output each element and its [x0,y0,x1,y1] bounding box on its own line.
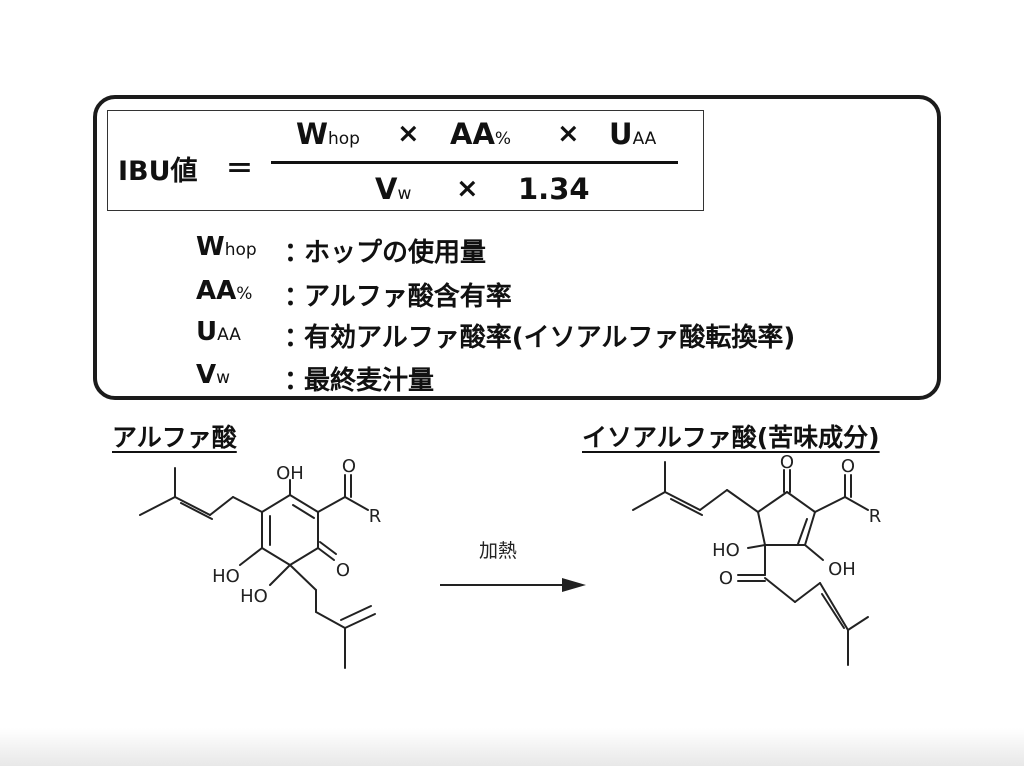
formula-lhs: IBU値 [118,156,198,187]
formula-equals: ＝ [226,154,253,185]
alpha-prenyl-chain [139,467,263,520]
definition-colon: ： [284,366,311,396]
alpha-o-ketone-label: O [342,456,356,477]
definition-text: 有効アルファ酸率(イソアルファ酸転換率) [304,323,796,353]
definition-var: AA% [196,276,253,306]
alpha-ho-left-label: HO [212,566,240,587]
alpha-ho-lower-label: HO [240,586,268,607]
iso-o-ketone-label: O [841,456,855,477]
iso-oh-right-label: OH [828,559,856,580]
denominator-vw: Vw [375,172,412,206]
denominator-constant: 1.34 [518,172,590,206]
definition-text: ホップの使用量 [304,238,487,268]
alpha-lower-prenyl [289,564,376,669]
iso-ring [757,491,816,546]
arrow-label: 加熱 [479,540,517,562]
denominator-times: × [456,173,479,204]
definition-var: UAA [196,317,241,347]
numerator-whop: Whop [296,117,360,151]
definition-text: アルファ酸含有率 [304,282,512,312]
definition-var: Whop [196,232,257,262]
alpha-oh-top-label: OH [276,463,304,484]
numerator-times-1: × [397,118,420,149]
alpha-ring [261,494,319,566]
numerator-times-2: × [557,118,580,149]
definition-colon: ： [284,238,311,268]
definition-var: Vw [196,360,231,390]
alpha-r-label: R [369,506,382,527]
iso-r-label: R [869,506,882,527]
formula-box [107,110,704,211]
bottom-shadow [0,728,1024,766]
iso-o-top-label: O [780,452,794,473]
fraction-bar [271,161,678,164]
definition-text: 最終麦汁量 [304,366,435,396]
alpha-acid-heading: アルファ酸 [112,423,237,452]
definition-colon: ： [284,323,311,353]
numerator-aa: AA% [450,117,512,151]
iso-side-chain [737,544,869,666]
definition-colon: ： [284,282,311,312]
reaction-arrow [440,578,586,592]
iso-alpha-acid-heading: イソアルファ酸(苦味成分) [582,423,880,452]
numerator-uaa: UAA [609,117,657,151]
alpha-o-ring-label: O [336,560,350,581]
iso-prenyl-chain [632,461,759,516]
iso-ho-left-label: HO [712,540,740,561]
iso-o-side-label: O [719,568,733,589]
definition-panel [93,95,941,400]
